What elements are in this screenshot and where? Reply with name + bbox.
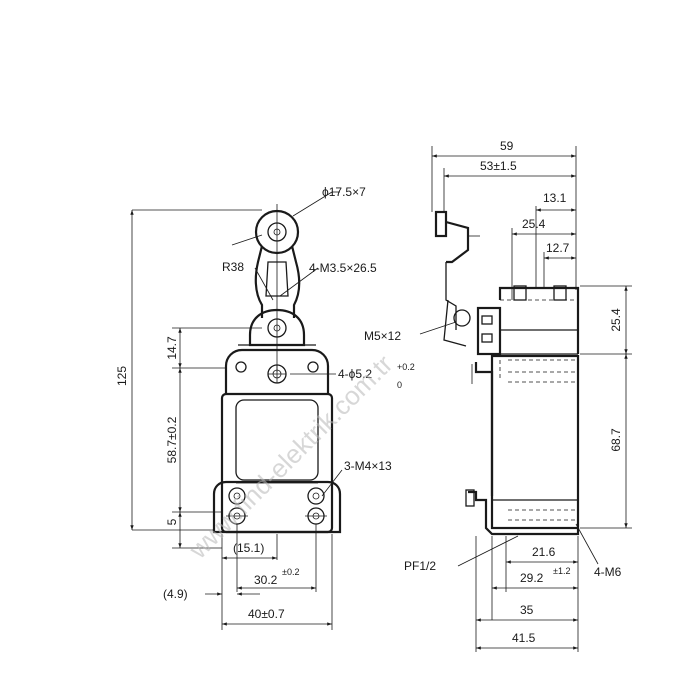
switch-head bbox=[224, 348, 330, 394]
label-head-screw: M5×12 bbox=[364, 329, 401, 343]
label-hole-pitch-h-tol: ±0.2 bbox=[282, 567, 299, 577]
label-mount-hole-tol-lower: 0 bbox=[397, 380, 402, 390]
label-edge-offset: (4.9) bbox=[163, 587, 188, 601]
label-hole-pitch-v: 58.7±0.2 bbox=[165, 416, 179, 463]
side-body bbox=[465, 354, 580, 536]
side-leaders bbox=[419, 321, 599, 567]
front-dimension-lines bbox=[130, 210, 332, 626]
mounting-base bbox=[212, 480, 342, 534]
label-d-12-7: 12.7 bbox=[546, 241, 570, 255]
front-labels: ϕ17.5×7 R38 4-M3.5×26.5 14.7 4-ϕ5.2 +0.2… bbox=[115, 185, 415, 621]
side-extension-lines bbox=[431, 146, 632, 652]
side-dimension-lines bbox=[432, 154, 628, 650]
label-top-offset: 14.7 bbox=[165, 336, 179, 360]
side-lever bbox=[434, 210, 480, 347]
label-hole-pitch-h: 30.2 bbox=[254, 573, 278, 587]
side-labels: 59 53±1.5 13.1 25.4 12.7 25.4 M5×12 68.7… bbox=[364, 139, 623, 645]
label-base-screw: 4-M6 bbox=[594, 565, 622, 579]
label-overall-height: 125 bbox=[115, 366, 129, 386]
label-arm-span: 53±1.5 bbox=[480, 159, 517, 173]
label-mount-hole-tol-upper: +0.2 bbox=[397, 362, 415, 372]
front-leaders bbox=[231, 191, 343, 497]
label-overall-depth: 59 bbox=[500, 139, 514, 153]
side-head bbox=[476, 285, 580, 356]
label-d-35: 35 bbox=[520, 603, 534, 617]
label-d-41-5: 41.5 bbox=[512, 631, 536, 645]
label-conduit: PF1/2 bbox=[404, 559, 436, 573]
label-d-29-2: 29.2 bbox=[520, 571, 544, 585]
label-conduit-screw: 3-M4×13 bbox=[344, 459, 392, 473]
label-d-29-2-tol: ±1.2 bbox=[553, 566, 570, 576]
label-body-height: 68.7 bbox=[609, 428, 623, 452]
label-body-width: 40±0.7 bbox=[248, 607, 285, 621]
label-head-height: 25.4 bbox=[609, 308, 623, 332]
lever-hub bbox=[238, 308, 316, 347]
side-view: 59 53±1.5 13.1 25.4 12.7 25.4 M5×12 68.7… bbox=[364, 139, 632, 652]
front-view: ϕ17.5×7 R38 4-M3.5×26.5 14.7 4-ϕ5.2 +0.2… bbox=[115, 185, 415, 630]
label-d-13-1: 13.1 bbox=[543, 191, 567, 205]
label-d-21-6: 21.6 bbox=[532, 545, 556, 559]
label-mount-hole: 4-ϕ5.2 bbox=[338, 367, 372, 381]
label-lever-screw: 4-M3.5×26.5 bbox=[309, 261, 377, 275]
label-offset-left: (15.1) bbox=[233, 541, 264, 555]
label-roller: ϕ17.5×7 bbox=[322, 185, 366, 199]
label-d-25-4-top: 25.4 bbox=[522, 217, 546, 231]
label-radius: R38 bbox=[222, 260, 244, 274]
label-bottom-offset: 5 bbox=[165, 518, 179, 525]
